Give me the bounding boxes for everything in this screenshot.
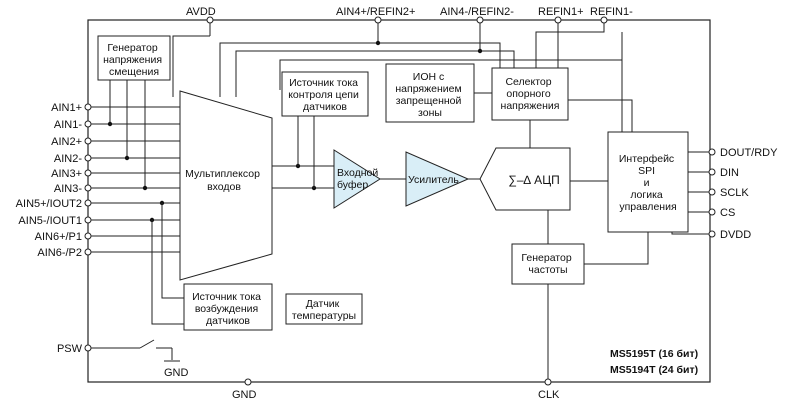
reference-selector-block: [491, 67, 569, 121]
pin-ain6m-label: AIN6-/P2: [37, 247, 82, 259]
sigma-delta-adc-label: ∑–∆ АЦП: [508, 173, 559, 187]
clock-generator-label: Генератор частоты: [521, 252, 574, 276]
amplifier-label: Усилитель: [408, 174, 459, 186]
pin-ain1m-label: AIN1-: [54, 119, 82, 131]
multiplexer-label: Мультиплексор входов: [185, 168, 263, 193]
spi-interface-label: Интерфейс SPI и логика управления: [619, 153, 677, 213]
pin-dvdd: [708, 230, 716, 238]
pin-avdd: [206, 16, 214, 24]
burnout-current-block: [281, 71, 369, 117]
part-number-16bit: MS5195T (16 бит): [610, 348, 698, 360]
pin-ain4m-refin2m-label: AIN4-/REFIN2-: [440, 6, 514, 18]
clock-generator-block: [511, 243, 585, 285]
pin-cs: [708, 208, 716, 216]
pin-ain4p-refin2p: [374, 16, 382, 24]
sigma-delta-adc-block: [479, 147, 571, 211]
pin-psw: [84, 344, 92, 352]
pin-refin1p: [554, 16, 562, 24]
pin-sclk: [708, 188, 716, 196]
pin-ain5m-label: AIN5-/IOUT1: [18, 215, 82, 227]
pin-dvdd-label: DVDD: [720, 229, 751, 241]
spi-interface-block: [607, 131, 689, 233]
bias-generator-block: [97, 35, 171, 81]
pin-ain4m-refin2m: [476, 16, 484, 24]
part-number-24bit: MS5194T (24 бит): [610, 364, 698, 376]
pin-refin1m: [600, 16, 608, 24]
bandgap-reference-label: ИОН с напряжением запрещенной зоны: [395, 71, 464, 119]
pin-refin1m-label: REFIN1-: [590, 6, 633, 18]
input-buffer-label: Входной буфер: [337, 167, 381, 191]
pin-sclk-label: SCLK: [720, 187, 749, 199]
temperature-sensor-label: Датчик температуры: [292, 298, 356, 322]
pin-dout-rdy: [708, 148, 716, 156]
psw-gnd-label: GND: [164, 367, 189, 379]
pin-ain3m-label: AIN3-: [54, 183, 82, 195]
bandgap-reference-block: [385, 63, 475, 123]
bias-generator-label: Генератор напряжения смещения: [103, 42, 165, 78]
burnout-current-label: Источник тока контроля цепи датчиков: [288, 77, 362, 113]
pin-avdd-label: AVDD: [186, 6, 216, 18]
pin-ain5p-label: AIN5+/IOUT2: [16, 198, 82, 210]
pin-ain4p-refin2p-label: AIN4+/REFIN2+: [336, 6, 415, 18]
excitation-current-block: [183, 283, 273, 331]
left-pin-group: AIN1+ AIN1- AIN2+ AIN2- AIN3+ AIN3- AIN5…: [16, 102, 180, 259]
pin-ain6p-label: AIN6+/P1: [35, 231, 82, 243]
pin-din-label: DIN: [720, 167, 739, 179]
pin-refin1p-label: REFIN1+: [538, 6, 584, 18]
amplifier-triangle: [405, 151, 470, 207]
pin-ain2p-label: AIN2+: [51, 136, 82, 148]
input-buffer-triangle: [333, 149, 381, 209]
excitation-current-label: Источник тока возбуждения датчиков: [192, 291, 264, 327]
pin-gnd-label: GND: [232, 389, 257, 401]
psw-switch-icon: [139, 339, 155, 349]
temperature-sensor-block: [285, 293, 363, 325]
pin-ain2m-label: AIN2-: [54, 153, 82, 165]
pin-ain3p-label: AIN3+: [51, 168, 82, 180]
pin-gnd: [244, 378, 252, 386]
pin-psw-label: PSW: [57, 343, 83, 355]
multiplexer-block: [179, 90, 273, 281]
pin-din: [708, 168, 716, 176]
pin-cs-label: CS: [720, 207, 735, 219]
pin-dout-rdy-label: DOUT/RDY: [720, 147, 778, 159]
pin-clk: [544, 378, 552, 386]
pin-clk-label: CLK: [538, 389, 560, 401]
reference-selector-label: Селектор опорного напряжения: [501, 76, 560, 112]
pin-ain1p-label: AIN1+: [51, 102, 82, 114]
